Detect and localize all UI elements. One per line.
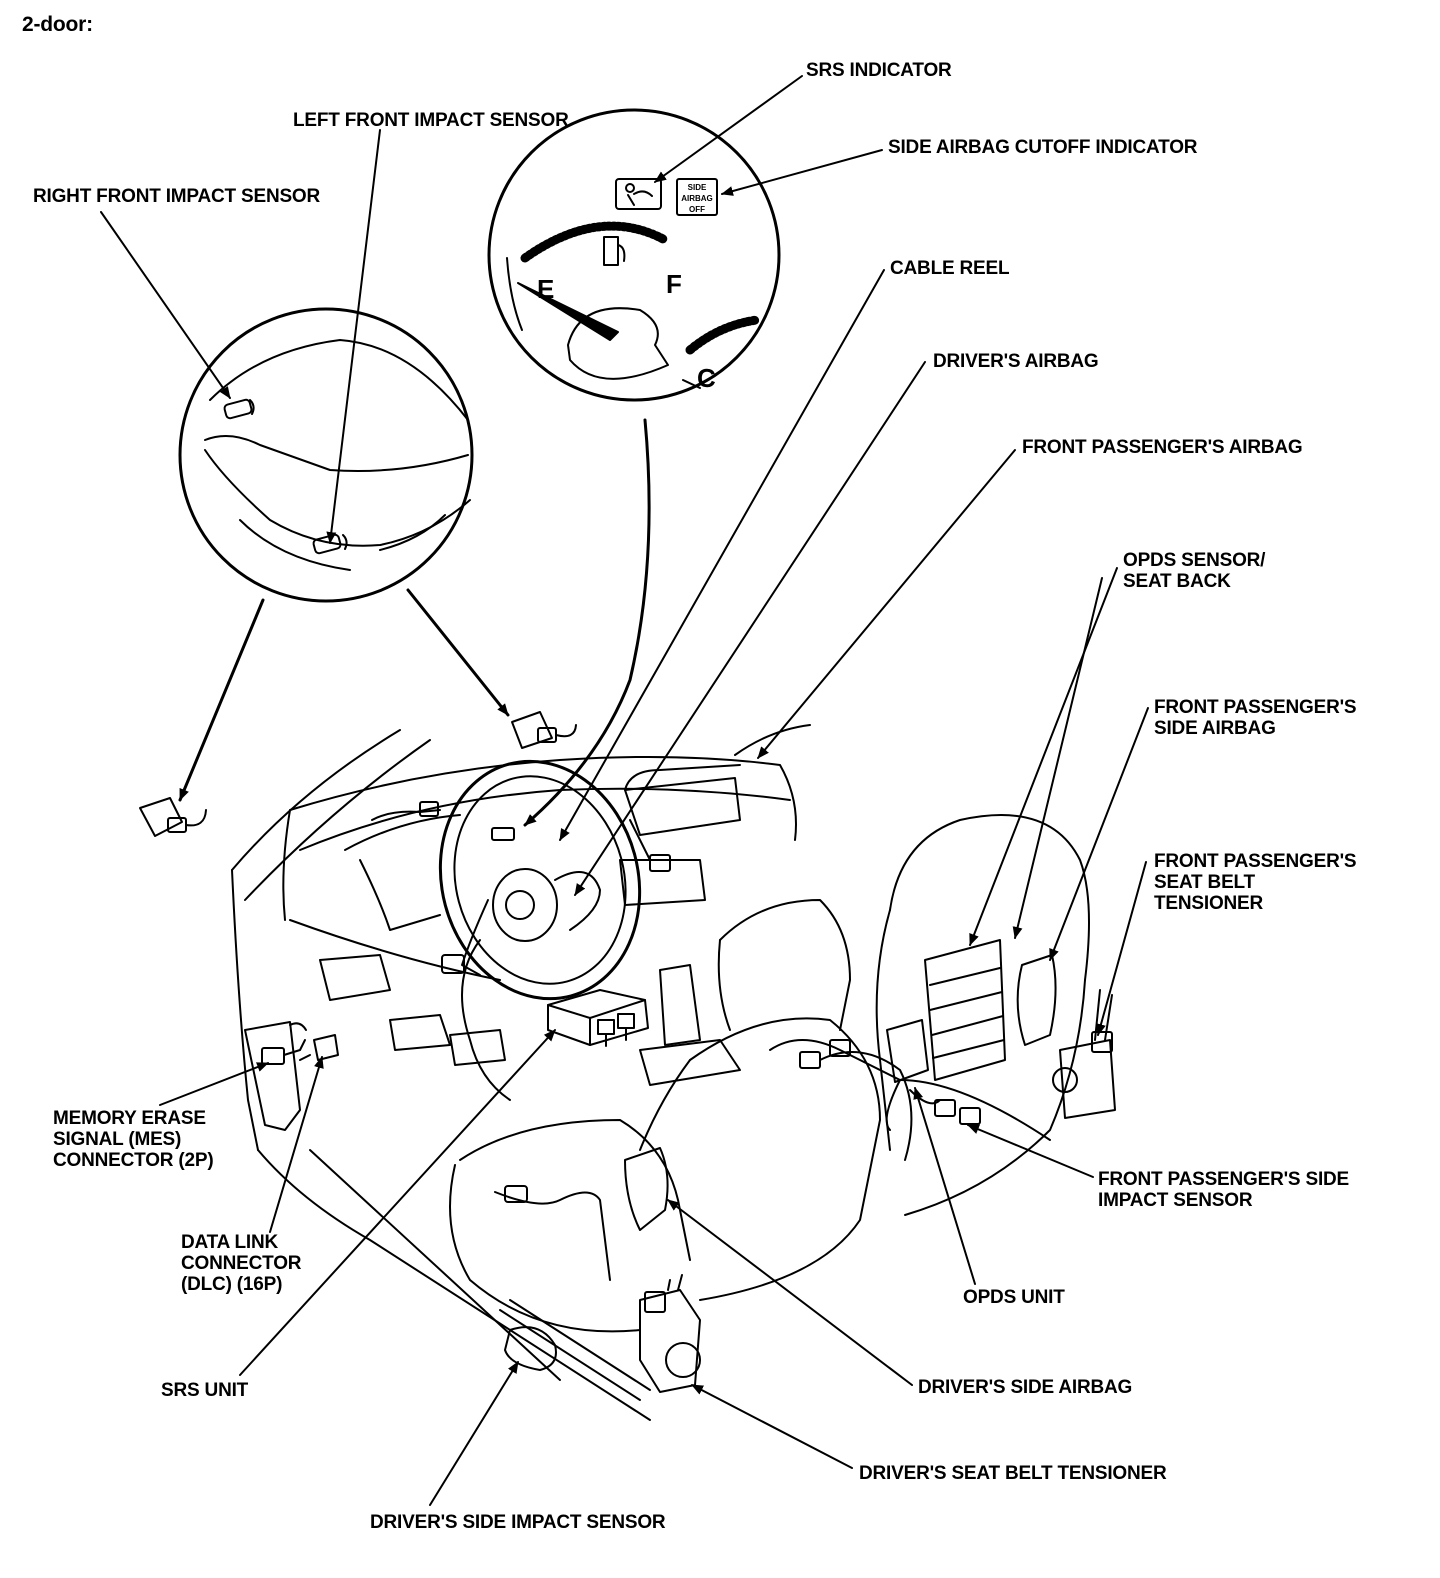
label-drivers-seat-belt-tensioner: DRIVER'S SEAT BELT TENSIONER — [859, 1463, 1167, 1484]
side-airbag-cutoff-icon — [676, 178, 718, 216]
label-srs-unit: SRS UNIT — [161, 1380, 249, 1401]
label-drivers-side-airbag: DRIVER'S SIDE AIRBAG — [918, 1377, 1133, 1398]
label-opds-sensor-seat-back: OPDS SENSOR/ SEAT BACK — [1123, 550, 1265, 592]
label-left-front-impact-sensor: LEFT FRONT IMPACT SENSOR — [293, 110, 569, 131]
label-opds-unit: OPDS UNIT — [963, 1287, 1065, 1308]
label-front-passengers-side-airbag-line-2: SIDE AIRBAG — [1154, 718, 1276, 739]
label-cable-reel: CABLE REEL — [890, 258, 1010, 279]
left-front-sensor-icon — [312, 533, 342, 555]
label-front-passengers-side-impact-sensor-line-1: FRONT PASSENGER'S SIDE — [1098, 1169, 1350, 1190]
label-opds-sensor-seat-back-line-1: OPDS SENSOR/ — [1123, 550, 1266, 571]
label-drivers-airbag: DRIVER'S AIRBAG — [933, 351, 1099, 372]
front-bumper-inset — [178, 307, 474, 603]
cutoff-icon-line-1: SIDE — [688, 183, 707, 192]
vehicle-interior — [139, 711, 1116, 1421]
srs-indicator-icon — [615, 178, 662, 210]
leader-lines — [100, 75, 1149, 1506]
label-front-passengers-side-airbag-line-1: FRONT PASSENGER'S — [1154, 697, 1357, 718]
label-drivers-side-impact-sensor: DRIVER'S SIDE IMPACT SENSOR — [370, 1512, 666, 1533]
page-title: 2-door: — [22, 13, 93, 36]
passenger-seat — [769, 814, 1116, 1216]
label-memory-erase-signal-connector-line-2: SIGNAL (MES) — [53, 1129, 182, 1150]
label-data-link-connector: DATA LINK CONNECTOR (DLC) (16P) — [181, 1232, 302, 1295]
label-side-airbag-cutoff-indicator: SIDE AIRBAG CUTOFF INDICATOR — [888, 137, 1198, 158]
gauge-full-mark: F — [666, 269, 682, 299]
right-front-sensor-icon — [223, 398, 253, 420]
label-front-passengers-side-impact-sensor-line-2: IMPACT SENSOR — [1098, 1190, 1253, 1211]
label-memory-erase-signal-connector-line-1: MEMORY ERASE — [53, 1108, 206, 1129]
label-front-passengers-airbag: FRONT PASSENGER'S AIRBAG — [1022, 437, 1303, 458]
driver-side-impact-sensor — [499, 1299, 651, 1401]
label-data-link-connector-line-3: (DLC) (16P) — [181, 1274, 283, 1295]
label-right-front-impact-sensor: RIGHT FRONT IMPACT SENSOR — [33, 186, 321, 207]
label-front-passengers-side-impact-sensor: FRONT PASSENGER'S SIDE IMPACT SENSOR — [1098, 1169, 1349, 1211]
label-srs-indicator: SRS INDICATOR — [806, 60, 952, 81]
driver-seat — [449, 899, 881, 1333]
cutoff-icon-line-3: OFF — [689, 205, 705, 214]
cutoff-icon-line-2: AIRBAG — [681, 194, 713, 203]
label-front-passengers-seat-belt-tensioner-line-2: SEAT BELT — [1154, 872, 1255, 893]
label-front-passengers-seat-belt-tensioner: FRONT PASSENGER'S SEAT BELT TENSIONER — [1154, 851, 1357, 914]
instrument-gauge-inset — [487, 108, 781, 402]
label-memory-erase-signal-connector-line-3: CONNECTOR (2P) — [53, 1150, 214, 1171]
gauge-empty-mark: E — [537, 274, 554, 304]
label-memory-erase-signal-connector: MEMORY ERASE SIGNAL (MES) CONNECTOR (2P) — [53, 1108, 214, 1171]
gauge-cold-mark: C — [697, 363, 716, 393]
label-data-link-connector-line-2: CONNECTOR — [181, 1253, 302, 1274]
label-data-link-connector-line-1: DATA LINK — [181, 1232, 279, 1253]
label-front-passengers-seat-belt-tensioner-line-3: TENSIONER — [1154, 893, 1264, 914]
label-opds-sensor-seat-back-line-2: SEAT BACK — [1123, 571, 1231, 592]
label-front-passengers-side-airbag: FRONT PASSENGER'S SIDE AIRBAG — [1154, 697, 1357, 739]
driver-seat-belt-tensioner — [639, 1274, 701, 1393]
label-front-passengers-seat-belt-tensioner-line-1: FRONT PASSENGER'S — [1154, 851, 1357, 872]
